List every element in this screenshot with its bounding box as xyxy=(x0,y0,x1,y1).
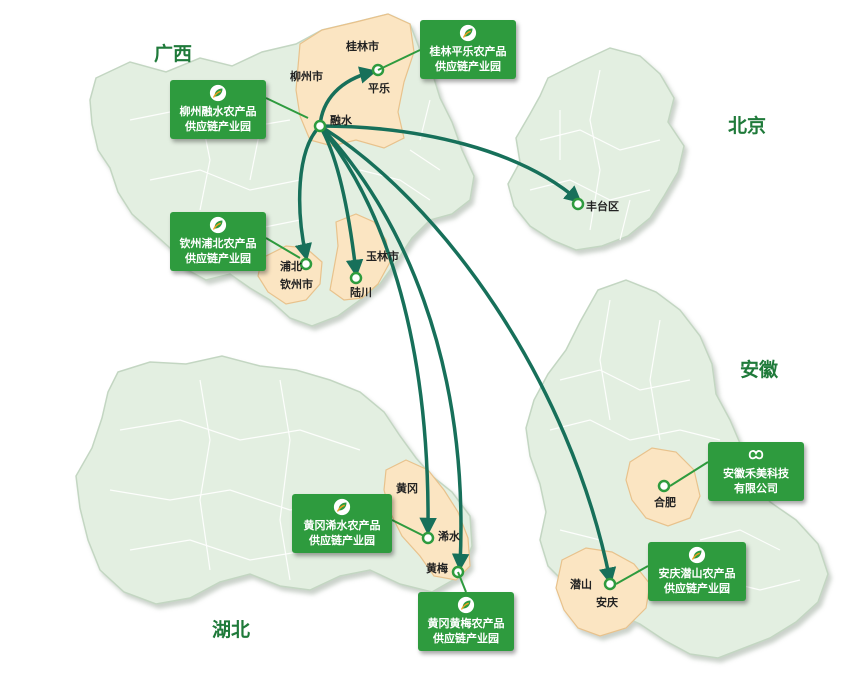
leaf-logo-icon xyxy=(333,498,351,516)
callout-text: 供应链产业园 xyxy=(435,60,501,73)
leaf-logo-icon xyxy=(688,546,706,564)
city-label-huanggang: 黄冈 xyxy=(396,481,418,495)
callout-anqing-qianshan: 安庆潜山农产品 供应链产业园 xyxy=(648,542,746,601)
callout-text: 柳州融水农产品 xyxy=(179,105,257,118)
region-label-anhui: 安徽 xyxy=(740,358,779,381)
marker-xishui xyxy=(421,531,435,545)
route-rongshui-luchuan xyxy=(318,124,364,278)
city-label-qianshan: 潜山 xyxy=(570,577,592,591)
callout-text: 供应链产业园 xyxy=(309,534,375,547)
city-label-liuzhou: 柳州市 xyxy=(290,69,323,83)
province-beijing xyxy=(507,47,685,251)
route-rongshui-fengtai xyxy=(318,124,582,204)
callout-anhui-hemei: 安徽禾美科技 有限公司 xyxy=(708,442,804,501)
callout-text: 桂林平乐农产品 xyxy=(429,45,507,58)
callout-huanggang-huangmei: 黄冈黄梅农产品 供应链产业园 xyxy=(418,592,514,651)
city-label-xishui: 浠水 xyxy=(438,529,461,543)
callout-qinzhou-pubei: 钦州浦北农产品 供应链产业园 xyxy=(170,212,266,271)
callout-text: 供应链产业园 xyxy=(433,632,499,645)
callout-guilin-pingle: 桂林平乐农产品 供应链产业园 xyxy=(420,20,516,79)
hemei-logo-icon xyxy=(748,450,764,460)
city-label-luchuan: 陆川 xyxy=(350,285,372,299)
callout-text: 安徽禾美科技 xyxy=(723,467,789,480)
city-label-qinzhou: 钦州市 xyxy=(280,277,313,291)
route-rongshui-huangmei xyxy=(318,124,470,572)
callout-text: 安庆潜山农产品 xyxy=(658,567,736,580)
callout-text: 供应链产业园 xyxy=(185,252,251,265)
leaf-logo-icon xyxy=(209,216,227,234)
region-label-beijing: 北京 xyxy=(728,114,766,137)
marker-hefei xyxy=(657,479,671,493)
route-rongshui-xishui xyxy=(318,124,437,536)
marker-pubei xyxy=(299,257,313,271)
city-label-rongshui: 融水 xyxy=(330,113,353,127)
city-label-pubei: 浦北 xyxy=(280,259,302,273)
city-label-fengtai: 丰台区 xyxy=(586,199,619,213)
region-label-guangxi: 广西 xyxy=(154,42,192,65)
callout-text: 钦州浦北农产品 xyxy=(179,237,257,250)
city-label-pingle: 平乐 xyxy=(368,81,390,95)
city-label-huangmei: 黄梅 xyxy=(426,561,448,575)
route-rongshui-pubei xyxy=(294,124,322,262)
route-rongshui-anqing xyxy=(318,124,617,586)
callout-text: 供应链产业园 xyxy=(664,582,730,595)
leaf-logo-icon xyxy=(459,24,477,42)
callout-text: 黄冈黄梅农产品 xyxy=(427,617,505,630)
leaf-logo-icon xyxy=(209,84,227,102)
marker-fengtai xyxy=(571,197,585,211)
leaf-logo-icon xyxy=(457,596,475,614)
city-label-guilin: 桂林市 xyxy=(345,39,379,53)
city-label-hefei: 合肥 xyxy=(654,495,676,509)
callout-text: 黄冈浠水农产品 xyxy=(303,519,381,532)
callout-text: 有限公司 xyxy=(734,482,778,495)
city-label-anqing: 安庆 xyxy=(596,595,618,609)
marker-anqing xyxy=(603,577,617,591)
province-hubei xyxy=(75,355,473,605)
callout-liuzhou-rongshui: 柳州融水农产品 供应链产业园 xyxy=(170,80,266,139)
route-rongshui-pingle xyxy=(318,66,378,128)
city-label-yulin: 玉林市 xyxy=(366,249,399,263)
callout-text: 供应链产业园 xyxy=(185,120,251,133)
callout-huanggang-xishui: 黄冈浠水农产品 供应链产业园 xyxy=(292,494,392,553)
marker-luchuan xyxy=(349,271,363,285)
callout-connectors xyxy=(265,49,709,593)
marker-rongshui xyxy=(313,119,327,133)
supply-routes xyxy=(294,66,617,586)
region-label-hubei: 湖北 xyxy=(212,619,250,641)
location-markers xyxy=(299,63,671,591)
